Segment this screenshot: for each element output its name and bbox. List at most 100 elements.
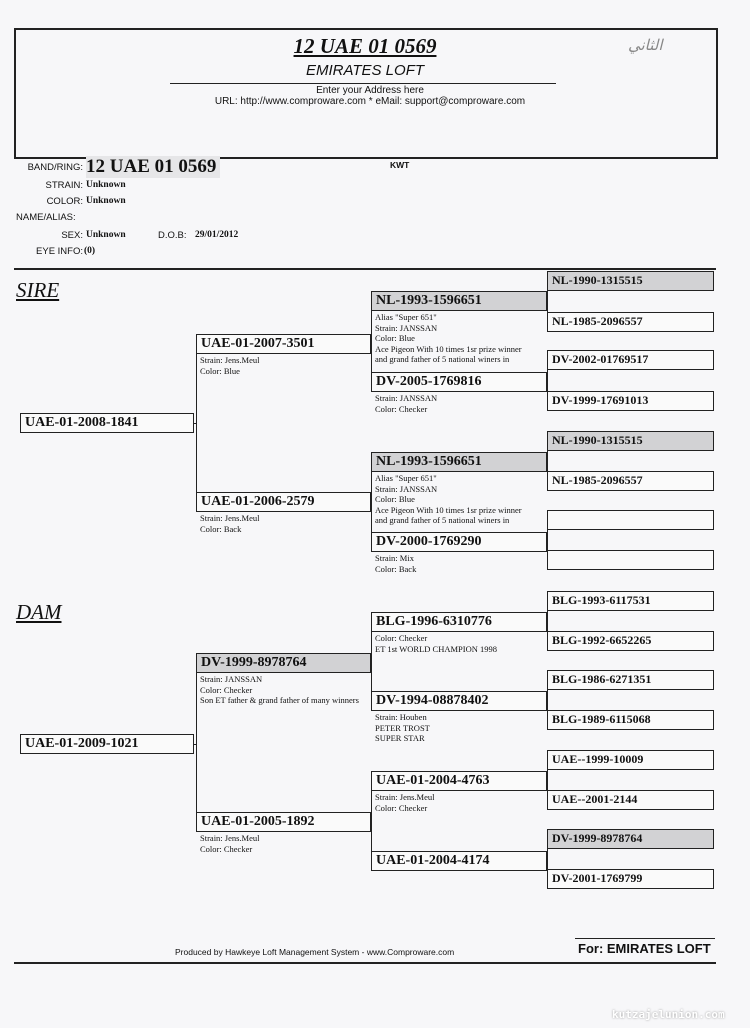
pigeon-detail: SUPER STAR [375,733,425,743]
pigeon-detail: Ace Pigeon With 10 times 1sr prize winne… [375,343,522,354]
pigeon-box: DV-2005-1769816 [371,372,547,392]
connector-line [371,781,372,861]
pigeon-box: UAE-01-2008-1841 [20,413,194,433]
pigeon-detail: Color: Checker [200,843,253,854]
sire-heading: SIRE [16,278,60,302]
pigeon-detail: Alias "Super 651" [375,312,437,322]
connector-line [371,301,372,382]
connector-line [547,360,548,401]
dob-label: D.O.B: [158,230,187,241]
pigeon-detail: Strain: Jens.Meul [375,792,435,802]
pigeon-detail: Strain: Houben [375,712,427,722]
pigeon-detail: Strain: JANSSAN [200,674,263,684]
band-label: BAND/RING: [27,162,83,173]
pigeon-detail: Color: Blue [200,365,240,376]
eye-label: EYE INFO: [36,246,83,257]
connector-line [547,441,548,481]
pigeon-detail: Color: Checker [200,684,253,695]
pigeon-detail: and grand father of 5 national winers in [375,515,510,525]
name-label: NAME/ALIAS: [16,212,76,223]
strain-value: Unknown [86,180,126,190]
pigeon-detail: Strain: Jens.Meul [200,355,260,365]
dob-value: 29/01/2012 [195,230,239,240]
pigeon-detail: Strain: JANSSAN [375,483,438,494]
divider [170,83,556,84]
pigeon-box: DV-2001-1769799 [547,869,714,889]
pigeon-box: BLG-1986-6271351 [547,670,714,690]
pigeon-detail: Color: Checker [375,403,428,414]
pigeon-detail: Color: Back [200,523,242,534]
eye-value: (0) [84,246,96,256]
connector-line [194,744,196,745]
pigeon-detail: Strain: JANSSAN [375,322,438,333]
produced-by: Produced by Hawkeye Loft Management Syst… [175,947,455,957]
pigeon-box: UAE-01-2006-2579 [196,492,371,512]
dam-heading: DAM [16,600,62,624]
pigeon-box: UAE-01-2009-1021 [20,734,194,754]
header-box [14,28,718,159]
pigeon-detail: PETER TROST [375,722,430,733]
pigeon-box: UAE-01-2004-4174 [371,851,547,871]
pigeon-box: NL-1990-1315515 [547,431,714,451]
pigeon-detail: and grand father of 5 national winers in [375,354,510,364]
pigeon-detail: Color: Blue [375,333,415,343]
pigeon-box: UAE--1999-10009 [547,750,714,770]
watermark: kutzajelunion.com [612,1008,725,1021]
pigeon-detail: Strain: Jens.Meul [200,513,260,523]
pigeon-detail: Color: Checker [375,633,428,643]
pigeon-detail: Strain: Jens.Meul [200,833,260,843]
pigeon-box: NL-1985-2096557 [547,312,714,332]
connector-line [371,622,372,701]
pigeon-box: NL-1990-1315515 [547,271,714,291]
connector-line [547,601,548,641]
pigeon-detail: Color: Blue [375,494,415,504]
connector-line [196,344,197,502]
color-label: COLOR: [46,196,83,207]
connector-line [547,839,548,879]
color-value: Unknown [86,196,126,206]
pigeon-box: UAE-01-2007-3501 [196,334,371,354]
connector-line [371,462,372,542]
pigeon-box: DV-2002-01769517 [547,350,714,370]
band-value: 12 UAE 01 0569 [86,156,221,178]
pigeon-box: BLG-1993-6117531 [547,591,714,611]
pigeon-box: NL-1993-1596651 [371,452,547,472]
pigeon-box: BLG-1996-6310776 [371,612,547,632]
country: KWT [390,160,410,170]
connector-line [547,281,548,322]
pigeon-box [547,550,714,570]
pigeon-detail: ET 1st WORLD CHAMPION 1998 [375,643,497,654]
strain-label: STRAIN: [45,180,83,191]
pigeon-box: NL-1993-1596651 [371,291,547,311]
connector-line [547,680,548,720]
footer-divider [14,962,716,964]
pigeon-box: UAE--2001-2144 [547,790,714,810]
contact-info: URL: http://www.comproware.com * eMail: … [214,96,526,107]
pigeon-detail: Color: Back [375,563,417,574]
loft-name: EMIRATES LOFT [305,62,425,79]
pigeon-box: DV-1999-8978764 [547,829,714,849]
pigeon-box: DV-1994-08878402 [371,691,547,711]
connector-line [196,663,197,822]
pigeon-detail: Son ET father & grand father of many win… [200,695,359,705]
connector-line [547,760,548,800]
sex-value: Unknown [86,230,126,240]
for-loft: For: EMIRATES LOFT [578,941,711,956]
handwritten-note: الثاني [628,38,663,54]
pigeon-box: BLG-1989-6115068 [547,710,714,730]
pigeon-detail: Strain: Mix [375,553,414,563]
pigeon-box: DV-1999-17691013 [547,391,714,411]
sex-label: SEX: [61,230,83,241]
pigeon-detail: Color: Checker [375,802,428,813]
pigeon-detail: Ace Pigeon With 10 times 1sr prize winne… [375,504,522,515]
footer-line [575,938,715,939]
pigeon-box: NL-1985-2096557 [547,471,714,491]
connector-line [194,423,196,424]
page-title: 12 UAE 01 0569 [293,34,437,58]
pigeon-detail: Strain: JANSSAN [375,393,438,403]
pigeon-box: DV-1999-8978764 [196,653,371,673]
pigeon-box: UAE-01-2004-4763 [371,771,547,791]
connector-line [547,520,548,560]
section-divider [14,268,716,270]
